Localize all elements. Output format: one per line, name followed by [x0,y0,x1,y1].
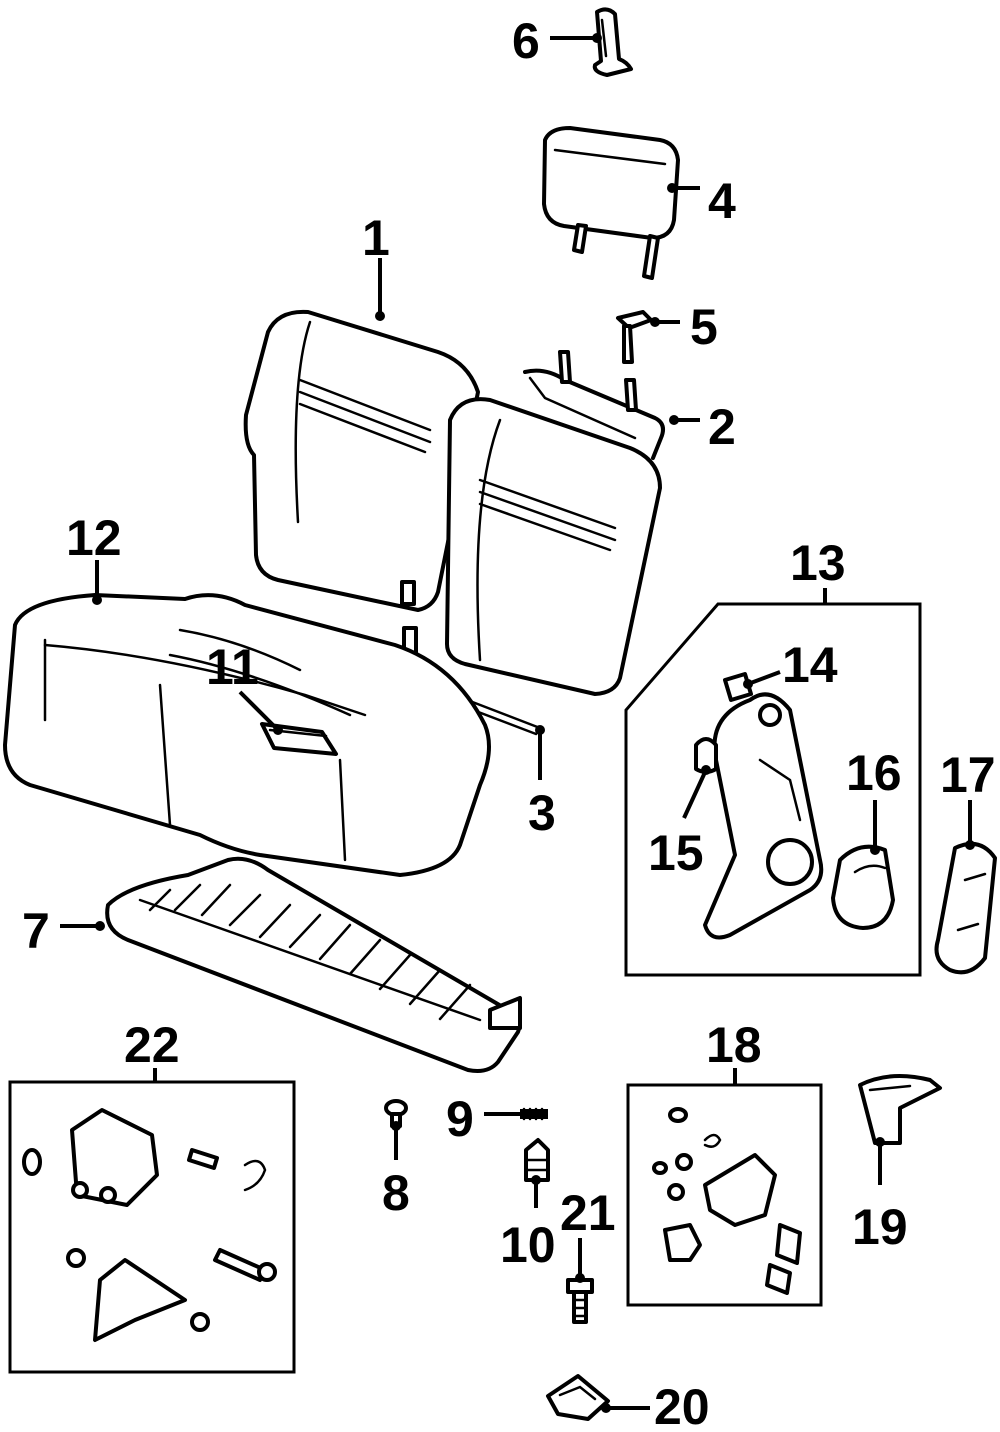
leader-20-dot [601,1403,611,1413]
callout-7: 7 [22,903,50,959]
callout-9: 9 [446,1091,474,1147]
callout-14: 14 [782,637,838,693]
part-10-fastener [524,1138,550,1182]
part-7-cushion-frame [105,856,522,1073]
part-12-seat-cushion [3,593,491,877]
leader-14 [747,670,781,686]
callout-8: 8 [382,1165,410,1221]
callout-22: 22 [124,1017,180,1073]
callout-15: 15 [648,825,704,881]
part-16-cover [831,844,895,930]
callout-21: 21 [560,1185,616,1241]
leader-16-dot [870,845,880,855]
callout-11: 11 [206,639,259,695]
leader-11 [238,690,280,732]
part-5-guide-sleeve [616,310,653,364]
part-20-striker [546,1374,610,1421]
part-15-cap [694,737,718,774]
leader-4-dot [667,183,677,193]
part-2-seatback-frame [523,350,665,460]
leader-7-dot [95,921,105,931]
part-9-screw [520,1107,548,1121]
callout-12: 12 [66,510,122,566]
leader-17-dot [965,840,975,850]
leader-15 [682,769,708,819]
callout-4: 4 [708,173,736,229]
box-18 [626,1083,823,1307]
leader-10-dot [531,1175,541,1185]
callout-3: 3 [528,785,556,841]
leader-1-dot [375,311,385,321]
callout-10: 10 [500,1217,556,1273]
part-21-bolt [566,1278,594,1324]
callout-18: 18 [706,1017,762,1073]
callout-2: 2 [708,399,736,455]
leader-11-dot [273,725,283,735]
part-6-headrest-guide [592,7,633,77]
leader-6-dot [592,33,602,43]
box-22 [8,1080,296,1374]
box-13 [624,602,922,977]
part-4-headrest [542,126,680,280]
part-17-side-cover [934,841,997,975]
callout-16: 16 [846,745,902,801]
callout-1: 1 [362,210,390,266]
part-1-seat-back [243,309,662,696]
part-18-hardware [652,1107,802,1295]
leader-12-dot [92,595,102,605]
callout-13: 13 [790,535,846,591]
leader-8-dot [391,1121,401,1131]
leader-3-dot [535,725,545,735]
callout-17: 17 [940,747,996,803]
leader-15-dot [701,765,711,775]
leader-19-dot [875,1137,885,1147]
callout-20: 20 [654,1379,710,1432]
leader-2-dot [669,415,679,425]
callout-19: 19 [852,1199,908,1255]
part-13-recliner [703,692,824,940]
callout-6: 6 [512,13,540,69]
callout-5: 5 [690,299,718,355]
leader-14-dot [743,679,753,689]
part-19-bracket [858,1074,942,1145]
part-22-hardware [22,1108,277,1342]
leader-21-dot [575,1273,585,1283]
leader-5-dot [650,317,660,327]
